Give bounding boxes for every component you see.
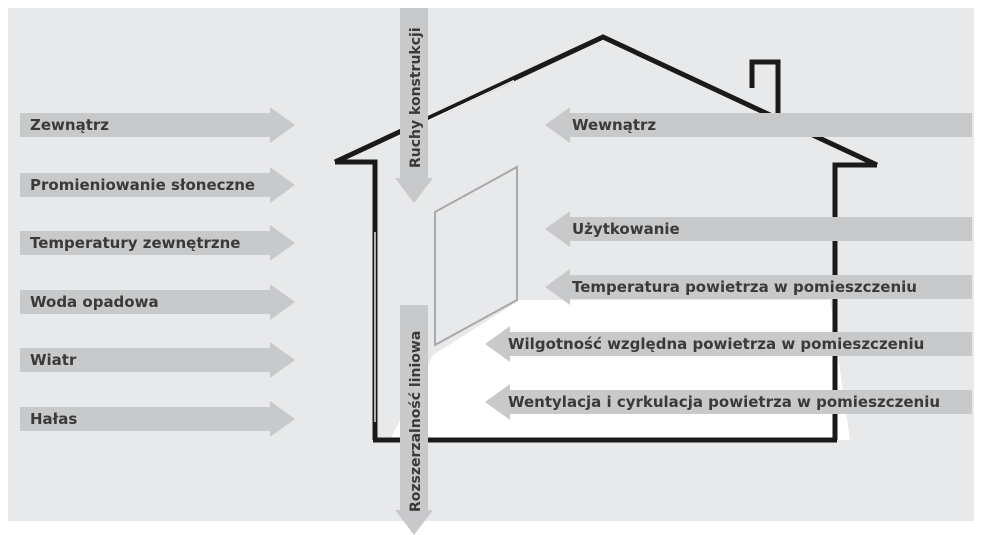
roof-window <box>419 79 515 126</box>
outside-label: Woda opadowa <box>30 293 159 311</box>
inside-label: Temperatura powietrza w pomieszczeniu <box>572 278 917 296</box>
structure-movement-label: Ruchy konstrukcji <box>408 27 424 168</box>
outside-arrow-noise: Hałas <box>20 401 295 437</box>
outside-arrow-zewnatrz: Zewnątrz <box>20 107 295 143</box>
inside-arrow-air-temperature: Temperatura powietrza w pomieszczeniu <box>545 269 972 305</box>
inside-label: Wilgotność względna powietrza w pomieszc… <box>508 335 924 353</box>
outside-arrow-solar: Promieniowanie słoneczne <box>20 167 295 203</box>
linear-expansion-label: Rozszerzalność liniowa <box>408 331 424 512</box>
background-panel <box>8 8 974 521</box>
outside-label: Wiatr <box>30 351 77 369</box>
outside-arrow-wind: Wiatr <box>20 342 295 378</box>
inside-label: Wentylacja i cyrkulacja powietrza w pomi… <box>508 393 940 411</box>
inside-label: Wewnątrz <box>572 116 656 134</box>
linear-expansion-arrow: Rozszerzalność liniowa <box>395 305 433 535</box>
inside-arrow-wewnatrz: Wewnątrz <box>545 107 972 143</box>
inside-arrow-humidity: Wilgotność względna powietrza w pomieszc… <box>485 326 972 362</box>
inside-arrow-usage: Użytkowanie <box>545 211 972 247</box>
chimney <box>749 59 781 123</box>
inside-label: Użytkowanie <box>572 220 680 238</box>
outside-label: Hałas <box>30 410 77 428</box>
outside-label: Promieniowanie słoneczne <box>30 176 255 194</box>
outside-label: Zewnątrz <box>30 116 109 134</box>
outside-arrow-temperature: Temperatury zewnętrzne <box>20 225 295 261</box>
inside-arrow-ventilation: Wentylacja i cyrkulacja powietrza w pomi… <box>485 384 972 420</box>
wall-panel <box>434 165 518 347</box>
outside-label: Temperatury zewnętrzne <box>30 234 240 252</box>
outside-arrow-rain: Woda opadowa <box>20 284 295 320</box>
structure-movement-arrow: Ruchy konstrukcji <box>395 8 433 203</box>
